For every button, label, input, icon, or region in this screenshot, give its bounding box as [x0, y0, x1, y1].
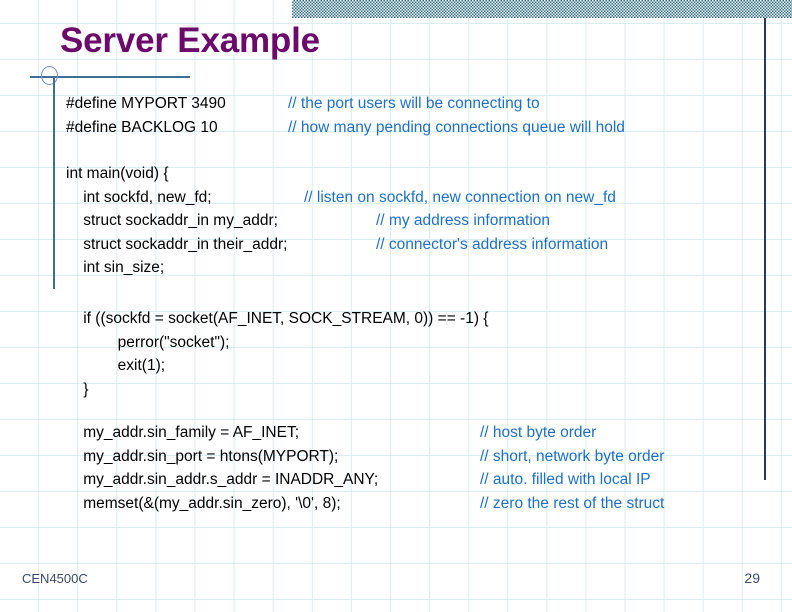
code-comment: // auto. filled with local IP	[480, 471, 651, 488]
code-text: my_addr.sin_addr.s_addr = INADDR_ANY;	[66, 471, 379, 488]
code-comment: // listen on sockfd, new connection on n…	[304, 188, 616, 206]
footer-course-label: CEN4500C	[22, 571, 88, 586]
code-line: int sin_size;	[66, 256, 287, 280]
code-line: my_addr.sin_family = AF_INET; // host byt…	[66, 421, 596, 445]
code-text: int main(void) {	[66, 165, 169, 182]
code-text: int sin_size;	[66, 259, 165, 276]
code-text: exit(1);	[66, 357, 166, 374]
code-comment: // my address information	[376, 212, 551, 229]
code-line: if ((sockfd = socket(AF_INET, SOCK_STREA…	[66, 307, 489, 331]
code-line: }	[66, 378, 489, 402]
code-line: exit(1);	[66, 354, 489, 378]
code-text: #define BACKLOG 10	[66, 118, 218, 136]
code-line: #define BACKLOG 10 // how many pending co…	[66, 116, 625, 140]
code-comment: // connector's address information	[376, 235, 609, 253]
code-line: my_addr.sin_port = htons(MYPORT); // shor…	[66, 445, 664, 469]
top-decorative-band	[292, 0, 792, 18]
code-line: struct sockaddr_in their_addr; // connect…	[66, 233, 608, 257]
left-vertical-rule	[53, 77, 55, 289]
code-line: int sockfd, new_fd; // listen on sockfd, …	[66, 186, 616, 210]
code-block-defines: #define MYPORT 3490 // the port users wil…	[66, 92, 625, 140]
code-text: struct sockaddr_in my_addr;	[66, 212, 278, 229]
code-line: my_addr.sin_addr.s_addr = INADDR_ANY; // …	[66, 468, 650, 492]
code-text: struct sockaddr_in their_addr;	[66, 235, 288, 253]
code-text: if ((sockfd = socket(AF_INET, SOCK_STREA…	[66, 310, 489, 327]
code-text: }	[66, 380, 89, 398]
page-title: Server Example	[60, 21, 320, 60]
code-comment: // host byte order	[480, 424, 597, 441]
code-comment: // zero the rest of the struct	[480, 494, 665, 512]
code-comment: // the port users will be connecting to	[288, 95, 540, 112]
code-text: #define MYPORT 3490	[66, 95, 226, 112]
code-line: memset(&(my_addr.sin_zero), '\0', 8); // …	[66, 492, 664, 516]
right-vertical-rule	[764, 18, 766, 480]
code-text: my_addr.sin_port = htons(MYPORT);	[66, 447, 339, 465]
code-block-addr: my_addr.sin_family = AF_INET; // host byt…	[66, 421, 664, 516]
code-block-if: if ((sockfd = socket(AF_INET, SOCK_STREA…	[66, 307, 489, 402]
code-comment: // how many pending connections queue wi…	[288, 118, 625, 136]
code-text: memset(&(my_addr.sin_zero), '\0', 8);	[66, 494, 341, 512]
code-line: int main(void) {	[66, 162, 287, 186]
code-text: my_addr.sin_family = AF_INET;	[66, 424, 300, 441]
code-line: struct sockaddr_in my_addr; // my address…	[66, 209, 550, 233]
circle-decoration-icon	[41, 66, 58, 85]
code-line: perror("socket");	[66, 331, 489, 355]
code-line: #define MYPORT 3490 // the port users wil…	[66, 92, 540, 116]
code-text: int sockfd, new_fd;	[66, 188, 212, 206]
code-block-main: int main(void) { int sockfd, new_fd; // l…	[66, 162, 616, 280]
code-comment: // short, network byte order	[480, 447, 665, 465]
title-underline-rule	[30, 76, 190, 78]
code-text: perror("socket");	[66, 333, 230, 351]
footer-page-number: 29	[744, 570, 760, 586]
